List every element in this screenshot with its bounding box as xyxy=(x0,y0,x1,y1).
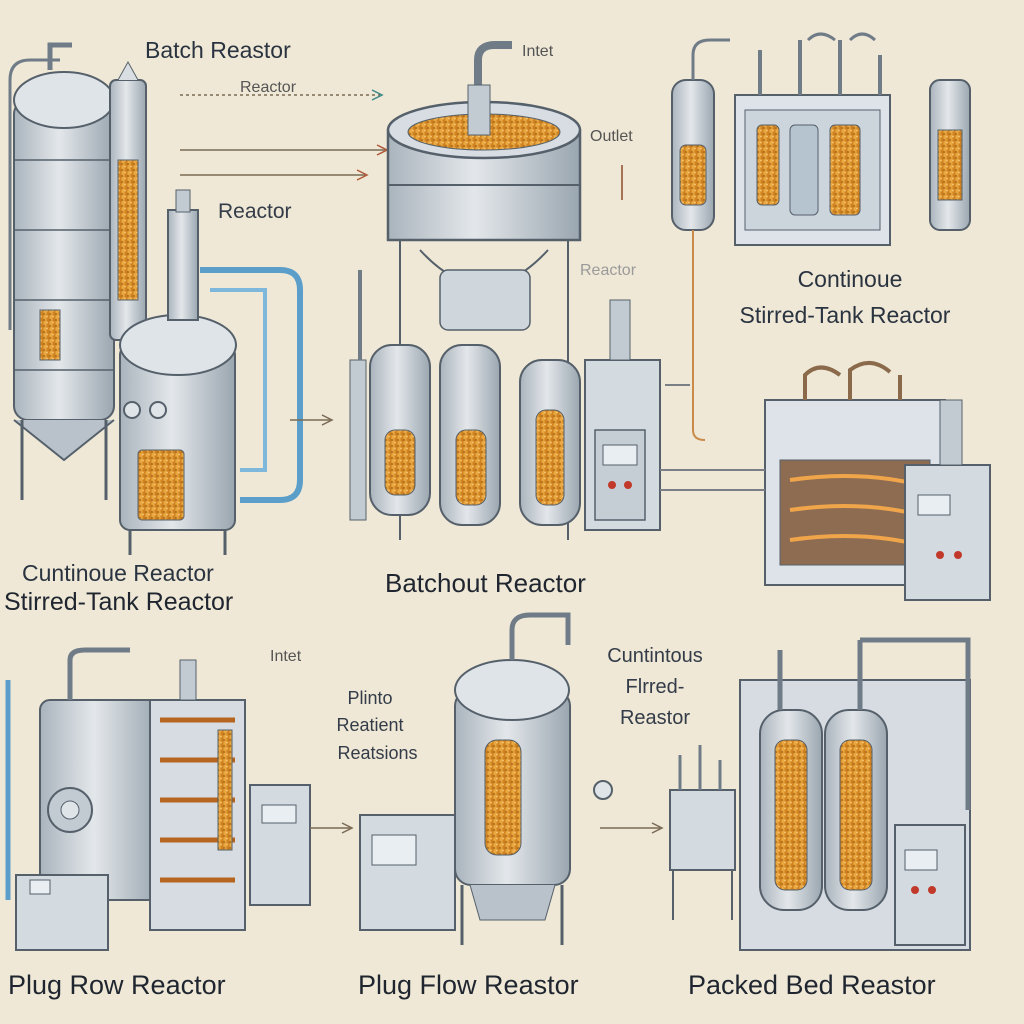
batch-vessel-tubes xyxy=(349,270,581,526)
small-valve-assembly xyxy=(669,745,736,920)
small-tank-reactor xyxy=(119,189,237,555)
label-batchout-reactor: Batchout Reactor xyxy=(385,568,586,598)
arrows-bottom-left xyxy=(310,822,354,834)
arrows-bottom-right xyxy=(600,822,664,834)
plug-flow-vessel xyxy=(359,612,613,945)
label-inlet-top: Intet xyxy=(522,43,554,60)
label-reactor-faint: Reactor xyxy=(580,262,637,279)
label-outlet: Outlet xyxy=(590,128,633,145)
label-plinto-line3: Reatsions xyxy=(337,743,418,763)
furnace-reactor xyxy=(764,361,991,601)
label-cstr-left-line2: Stirred-Tank Reactor xyxy=(4,588,234,616)
label-plug-row-reactor: Plug Row Reactor xyxy=(8,970,226,1000)
label-reactor-arrow: Reactor xyxy=(240,79,297,96)
label-reactor-left: Reactor xyxy=(218,200,292,223)
label-cuntinous-line1: Cuntintous xyxy=(607,645,703,667)
flask-column-top-right xyxy=(671,38,730,441)
label-plinto-line1: Plinto xyxy=(347,688,393,708)
cstr-unit-top xyxy=(734,32,891,246)
label-cuntinous-line3: Reastor xyxy=(619,707,691,729)
label-plug-flow-reactor: Plug Flow Reastor xyxy=(358,970,579,1000)
tall-column-reactor xyxy=(8,42,115,500)
connecting-pipes-mid xyxy=(660,384,765,491)
label-cstr-top-line1: Continoue xyxy=(797,266,903,292)
label-inlet-bottom: Intet xyxy=(270,648,302,665)
sight-glass-right xyxy=(929,79,971,231)
label-cuntinous-line2: Flrred- xyxy=(625,676,685,698)
label-batch-reactor-top: Batch Reastor xyxy=(145,37,291,63)
label-plinto-line2: Reatient xyxy=(336,715,404,735)
sight-glass-column xyxy=(109,60,147,341)
batch-vessel xyxy=(386,41,582,540)
control-cabinet-center xyxy=(584,299,661,531)
plug-row-reactor xyxy=(5,647,311,951)
label-cstr-top-line2: Stirred-Tank Reactor xyxy=(739,302,951,328)
packed-bed-reactor xyxy=(739,637,971,951)
label-cstr-left-line1: Cuntinoue Reactor xyxy=(22,560,214,586)
label-packed-bed-reactor: Packed Bed Reastor xyxy=(688,970,936,1000)
blue-pipe-loop xyxy=(200,267,303,503)
